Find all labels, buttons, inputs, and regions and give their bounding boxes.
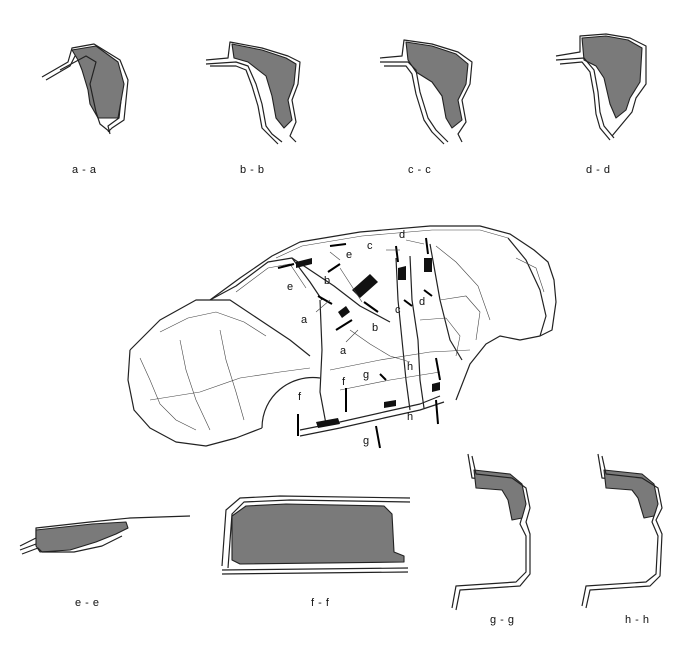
callout-a-lower: a	[340, 345, 347, 357]
callout-h-upper: h	[407, 361, 413, 373]
section-b-b-profile	[205, 41, 301, 145]
vehicle-body-illustration	[127, 225, 557, 447]
section-c-c-profile	[379, 39, 473, 145]
callout-b-upper: b	[324, 275, 330, 287]
reinforcement-patches	[296, 258, 440, 428]
caption-b-b: b - b	[240, 164, 265, 176]
callout-h-lower: h	[407, 411, 413, 423]
section-g-g-profile	[451, 453, 531, 611]
callout-f-left: f	[298, 391, 302, 403]
caption-c-c: c - c	[408, 164, 432, 176]
section-d-d-profile	[555, 33, 647, 141]
callout-g-upper: g	[363, 369, 369, 381]
callout-g-lower: g	[363, 435, 369, 447]
callout-c-upper: c	[367, 240, 373, 252]
callout-a-upper: a	[301, 314, 308, 326]
caption-d-d: d - d	[586, 164, 611, 176]
section-e-e-profile	[19, 515, 191, 555]
callout-labels: a a b b c c d d e e f f g g h h	[287, 229, 425, 447]
caption-a-a: a - a	[72, 164, 97, 176]
callout-e-right: e	[346, 249, 352, 261]
caption-g-g: g - g	[490, 614, 515, 626]
callout-d-lower: d	[419, 296, 425, 308]
caption-e-e: e - e	[75, 597, 100, 609]
caption-f-f: f - f	[311, 597, 330, 609]
section-cut-indicators	[277, 237, 441, 449]
callout-e-left: e	[287, 281, 293, 293]
callout-b-lower: b	[372, 322, 378, 334]
callout-d-upper: d	[399, 229, 405, 241]
section-f-f-profile	[221, 495, 411, 575]
callout-c-lower: c	[395, 304, 401, 316]
callout-f-right: f	[342, 376, 346, 388]
section-a-a-profile	[41, 43, 129, 135]
section-h-h-profile	[581, 453, 663, 609]
caption-h-h: h - h	[625, 614, 650, 626]
